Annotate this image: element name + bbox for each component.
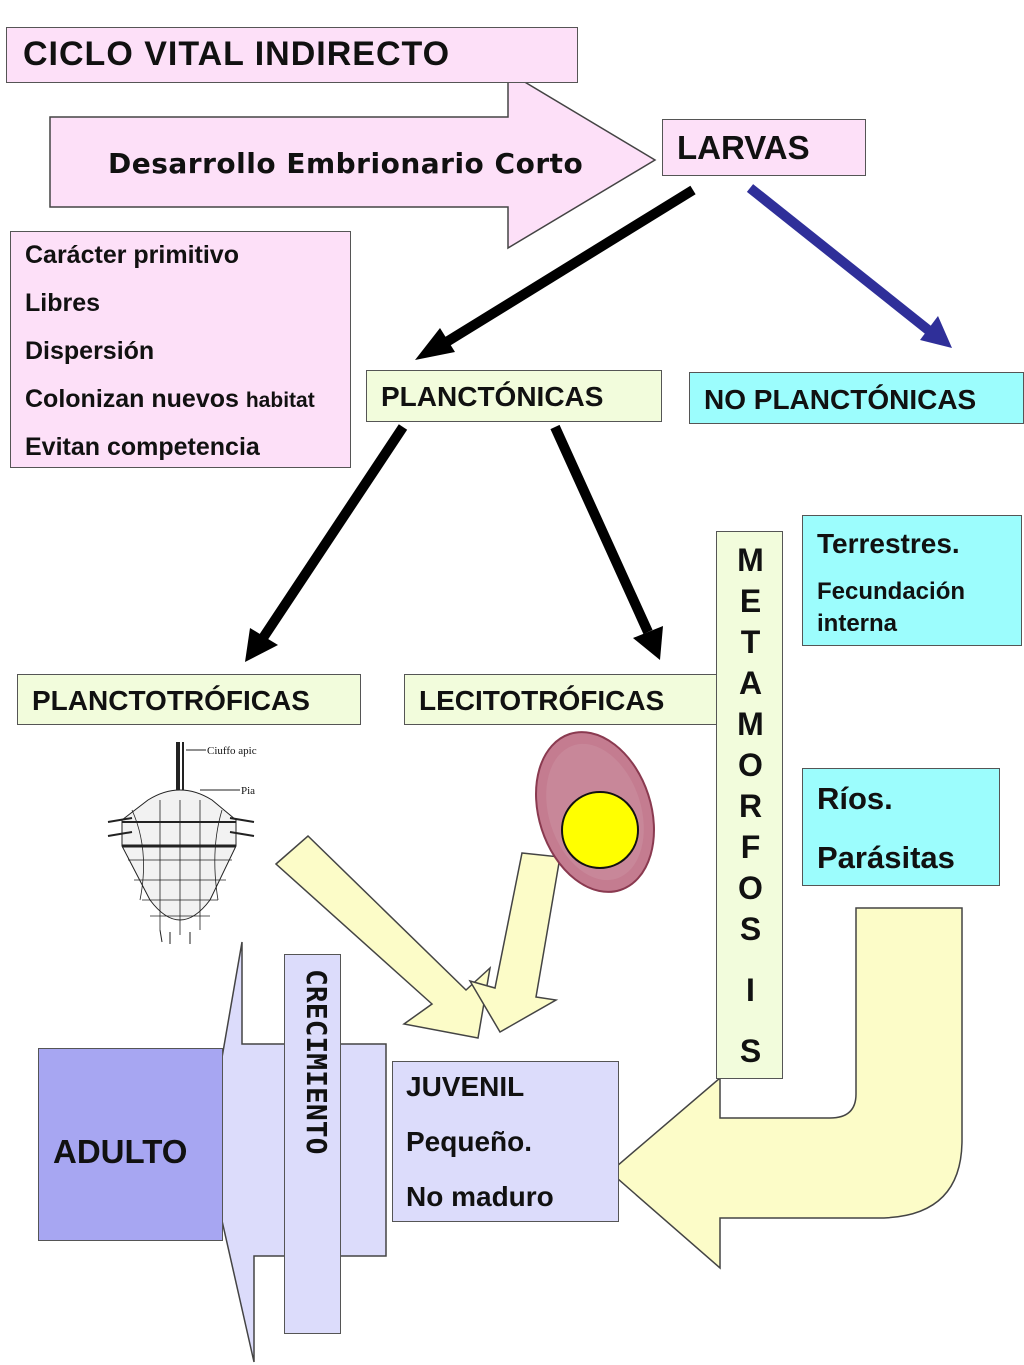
embryonic-development-arrow xyxy=(49,70,657,250)
planctonicas-label: PLANCTÓNICAS xyxy=(381,381,604,412)
lecitotroficas-label: LECITOTRÓFICAS xyxy=(419,685,665,716)
parasitas-label: Parásitas xyxy=(817,840,955,875)
no-planctonicas-box: NO PLANCTÓNICAS xyxy=(689,372,1024,424)
metamorfosis-letter: T xyxy=(740,624,761,660)
metamorfosis-letter: M xyxy=(737,542,764,578)
arrow-to-lecitotroficas xyxy=(550,424,653,635)
metamorfosis-bar: M E T A M O R F O S I S xyxy=(716,531,783,1079)
metamorfosis-letter: S xyxy=(739,1033,762,1069)
metamorfosis-letter: I xyxy=(746,972,755,1008)
lecitotrofica-larva-drawing xyxy=(535,731,655,893)
planctotroficas-label: PLANCTOTRÓFICAS xyxy=(32,685,310,716)
title-box: CICLO VITAL INDIRECTO xyxy=(6,27,578,83)
arrow-to-planctotroficas xyxy=(258,424,408,641)
rios-label: Ríos. xyxy=(817,781,893,816)
metamorfosis-letter: E xyxy=(739,583,762,619)
page-title: CICLO VITAL INDIRECTO xyxy=(23,35,451,73)
metamorfosis-letter: R xyxy=(738,788,763,824)
embryonic-development-label: Desarrollo Embrionario Corto xyxy=(108,147,584,180)
no-planctonicas-label: NO PLANCTÓNICAS xyxy=(704,384,977,415)
metamorfosis-letter: O xyxy=(738,747,763,783)
juvenil-small: Pequeño. xyxy=(406,1126,533,1157)
adulto-box: ADULTO xyxy=(38,1048,223,1241)
planctonicas-box: PLANCTÓNICAS xyxy=(366,370,662,422)
fecundacion-label: Fecundación interna xyxy=(817,578,966,637)
trait-colonize-main: Colonizan nuevos xyxy=(25,385,239,413)
planctotroficas-box: PLANCTOTRÓFICAS xyxy=(17,674,361,725)
juvenil-label: JUVENIL xyxy=(406,1071,525,1102)
metamorfosis-letter: O xyxy=(738,870,763,906)
terrestres-box: Terrestres. Fecundación interna xyxy=(802,515,1022,646)
metamorfosis-letter: F xyxy=(740,829,761,865)
metamorfosis-letters: M E T A M O R F O S I S xyxy=(717,540,784,1072)
rios-parasitas-box: Ríos. Parásitas xyxy=(802,768,1000,886)
crecimiento-label: CRECIMIENTO xyxy=(300,969,333,1155)
arrow-larvas-to-planctonicas xyxy=(437,185,696,351)
larva-label-pia: Pia xyxy=(241,785,256,797)
larvas-box: LARVAS xyxy=(662,119,866,176)
larvas-label: LARVAS xyxy=(677,129,810,166)
terrestres-label: Terrestres. xyxy=(817,528,960,559)
adulto-label: ADULTO xyxy=(53,1133,188,1170)
larva-label-ciuffo: Ciuffo apic xyxy=(207,745,257,757)
metamorfosis-letter: A xyxy=(738,665,763,701)
trait-colonize-habitat: habitat xyxy=(245,389,315,412)
crecimiento-bar: CRECIMIENTO xyxy=(284,954,341,1334)
cream-arrow-from-lecitotroficas xyxy=(468,852,561,1034)
juvenil-immature: No maduro xyxy=(406,1181,554,1212)
trait-free: Libres xyxy=(25,289,101,317)
juvenil-box: JUVENIL Pequeño. No maduro xyxy=(392,1061,619,1222)
trait-dispersion: Dispersión xyxy=(25,337,155,365)
lecitotroficas-box: LECITOTRÓFICAS xyxy=(404,674,720,725)
metamorfosis-letter: S xyxy=(739,911,762,947)
planctotrofica-larva-drawing xyxy=(107,742,255,944)
trait-primitive: Carácter primitivo xyxy=(25,241,239,269)
trait-colonize: Colonizan nuevos habitat xyxy=(25,385,315,414)
cream-curved-arrow-to-juvenil xyxy=(608,907,963,1270)
arrow-larvas-to-no-planctonicas xyxy=(746,184,936,337)
metamorfosis-letter: M xyxy=(737,706,764,742)
trait-avoid-competition: Evitan competencia xyxy=(25,433,260,461)
traits-box: Carácter primitivo Libres Dispersión Col… xyxy=(10,231,351,468)
